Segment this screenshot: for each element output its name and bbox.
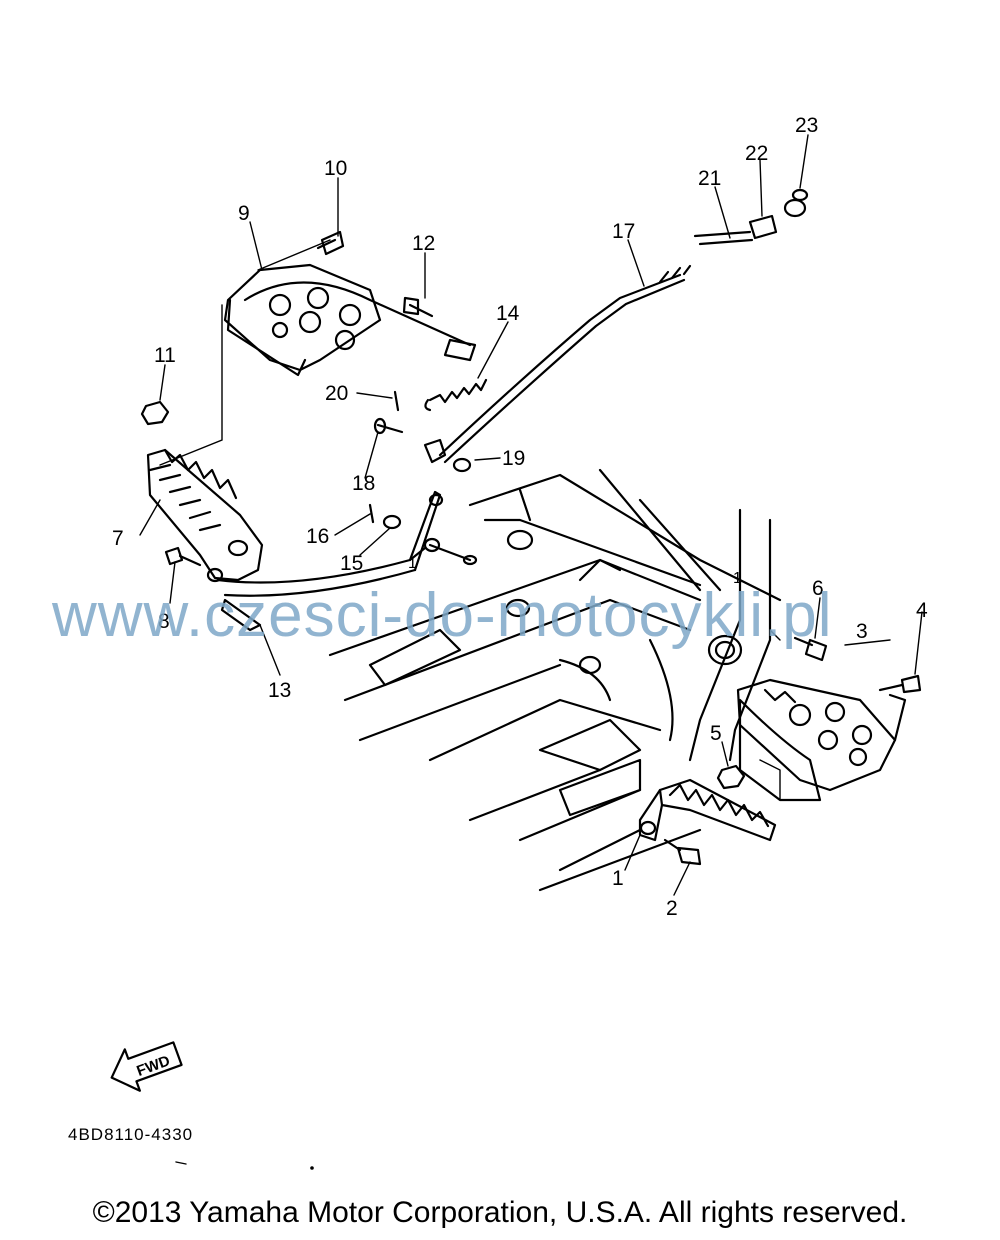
- drawing-code: 4BD8110-4330: [68, 1125, 194, 1144]
- frame-mark-right: 1: [733, 570, 742, 587]
- stray-marks: [175, 1161, 314, 1170]
- right-footboard: [736, 678, 907, 802]
- brake-rod: [438, 264, 692, 464]
- callout-21: 21: [698, 167, 721, 190]
- callout-3: 3: [856, 620, 868, 643]
- callout-2: 2: [666, 897, 678, 920]
- leader-lines: [139, 134, 923, 896]
- callout-10: 10: [324, 157, 347, 180]
- right-footpeg: [638, 759, 781, 842]
- callout-4: 4: [916, 599, 928, 622]
- left-small-parts: [140, 230, 488, 567]
- callout-18: 18: [352, 472, 375, 495]
- frame-mark-left: 1: [408, 555, 417, 572]
- copyright-notice: ©2013 Yamaha Motor Corporation, U.S.A. A…: [92, 1196, 908, 1229]
- callout-11: 11: [154, 344, 176, 367]
- callout-13: 13: [268, 679, 291, 702]
- callout-20: 20: [325, 382, 348, 405]
- callout-16: 16: [306, 525, 329, 548]
- callout-7: 7: [112, 527, 124, 550]
- callout-6: 6: [812, 577, 824, 600]
- watermark: www.czesci-do-motocykli.pl: [52, 581, 833, 650]
- callout-12: 12: [412, 232, 435, 255]
- callout-23: 23: [795, 114, 818, 137]
- callout-14: 14: [496, 302, 520, 325]
- callout-5: 5: [710, 722, 722, 745]
- frame: [328, 468, 782, 892]
- callout-labels: 1 2 3 4 5 6 7 8 9 10 11 12 13 14 15 16 1…: [112, 114, 928, 920]
- callout-1: 1: [612, 867, 624, 890]
- left-footrest-assembly: [146, 448, 478, 632]
- callout-15: 15: [340, 552, 363, 575]
- right-small-parts: [663, 629, 922, 866]
- callout-19: 19: [502, 447, 525, 470]
- callout-9: 9: [238, 202, 250, 225]
- left-footboard: [159, 239, 477, 466]
- callout-8: 8: [158, 610, 170, 633]
- fwd-arrow: FWD: [110, 1041, 183, 1092]
- callout-17: 17: [612, 220, 635, 243]
- rod-end-parts: [693, 188, 809, 246]
- callout-22: 22: [745, 142, 768, 165]
